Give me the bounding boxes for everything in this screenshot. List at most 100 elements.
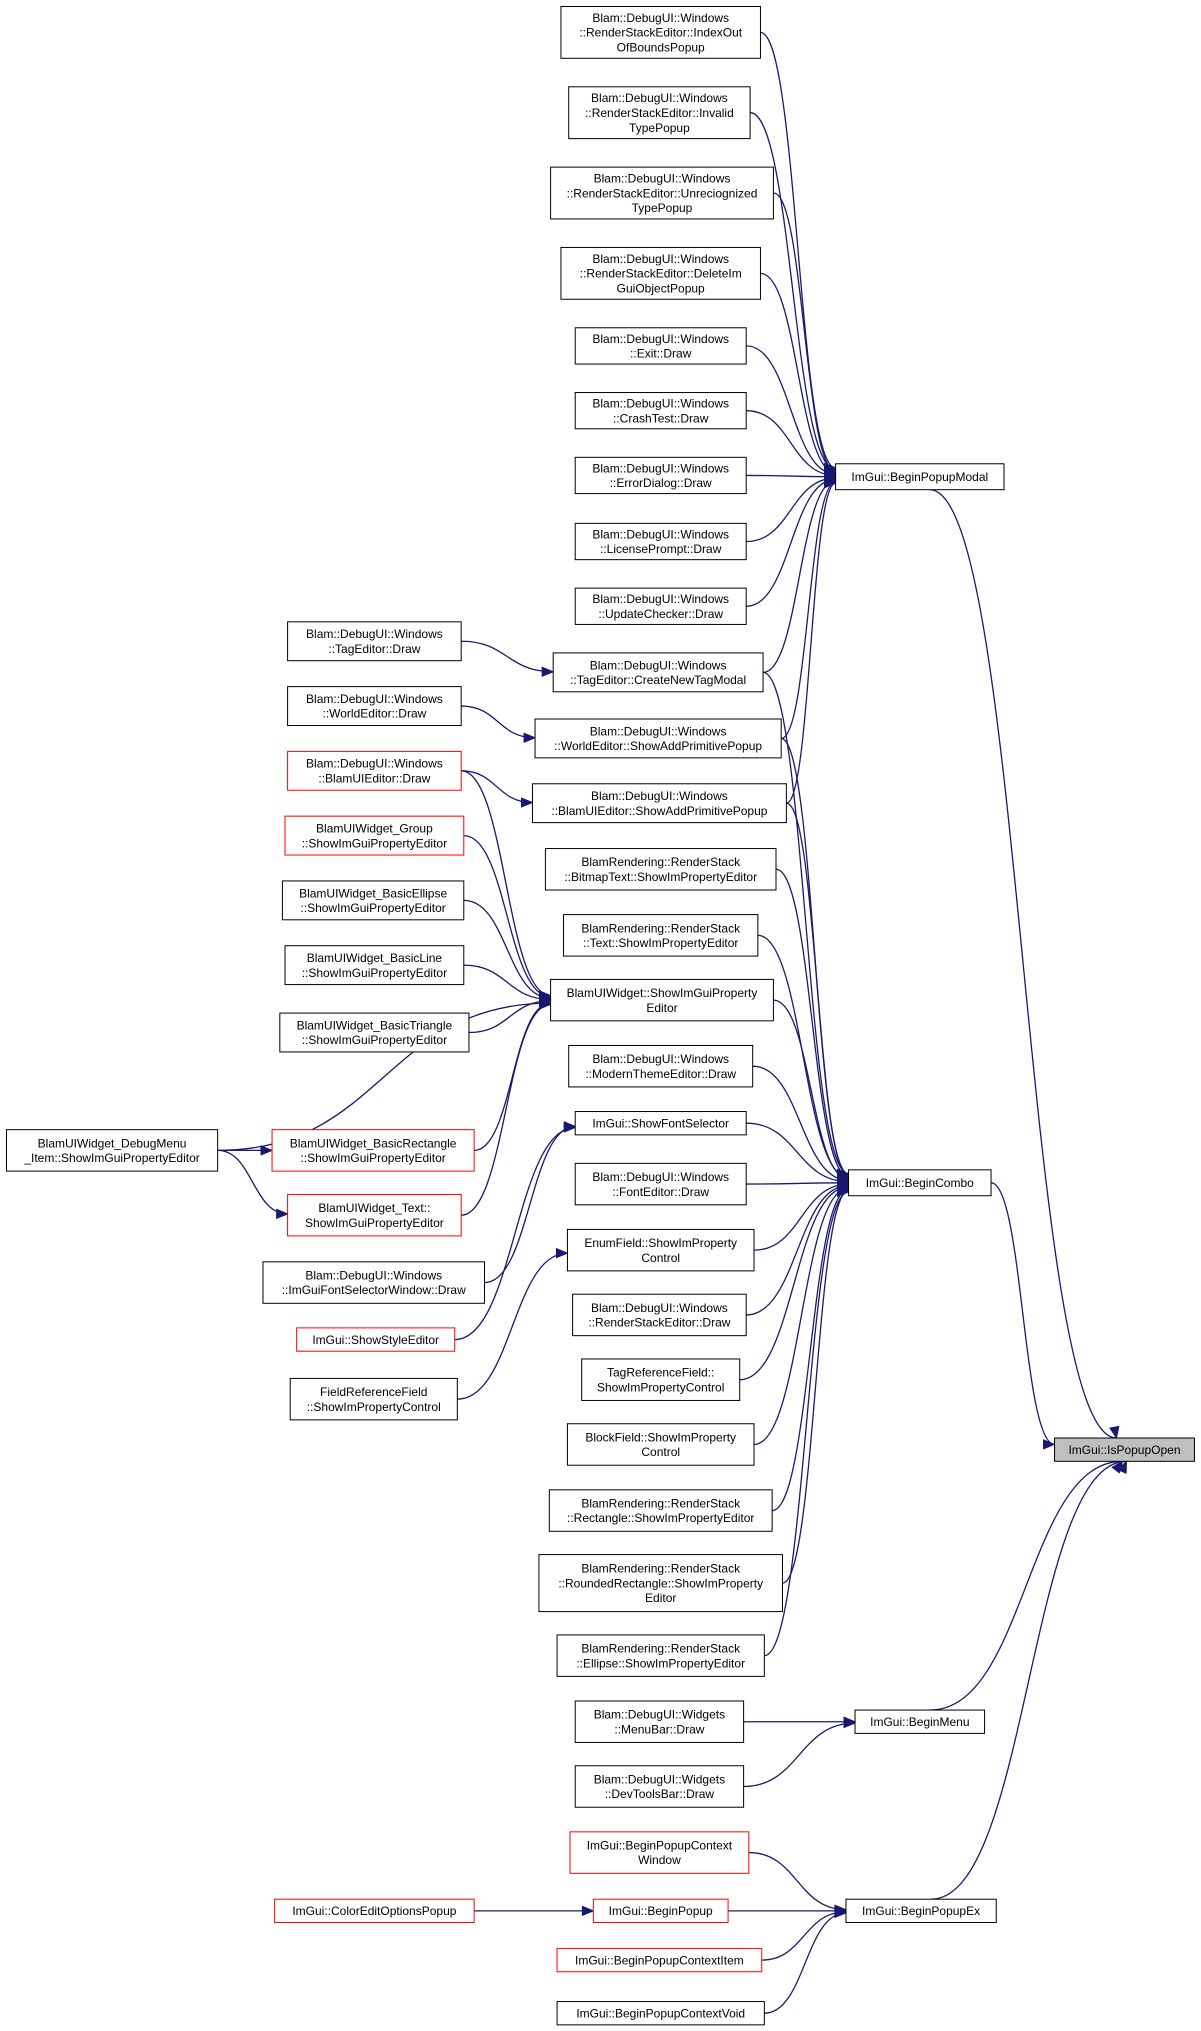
edge-style-editor-to-show-font xyxy=(454,1122,577,1341)
node-label-line: ::DevToolsBar::Draw xyxy=(605,1787,715,1801)
graph-node-devtools[interactable]: Blam::DebugUI::Widgets::DevToolsBar::Dra… xyxy=(574,1765,745,1808)
edge-rse-unrec-to-popup-modal xyxy=(773,192,837,477)
edge-arrowhead xyxy=(1043,1439,1056,1450)
graph-node-block-field[interactable]: BlockField::ShowImPropertyControl xyxy=(566,1423,755,1466)
graph-node-tag-create[interactable]: Blam::DebugUI::Windows::TagEditor::Creat… xyxy=(552,652,764,693)
graph-node-fontsel-draw[interactable]: Blam::DebugUI::Windows::ImGuiFontSelecto… xyxy=(262,1261,486,1304)
node-label-line: BlamRendering::RenderStack xyxy=(581,855,741,869)
edge-menu-to-is-popup-open xyxy=(929,1460,1124,1711)
graph-node-popup-modal[interactable]: ImGui::BeginPopupModal xyxy=(835,463,1005,491)
graph-node-w-line[interactable]: BlamUIWidget_BasicLine::ShowImGuiPropert… xyxy=(284,945,465,986)
graph-node-blamui-draw[interactable]: Blam::DebugUI::Windows::BlamUIEditor::Dr… xyxy=(287,750,462,791)
graph-node-ctx-void[interactable]: ImGui::BeginPopupContextVoid xyxy=(556,2001,765,2026)
node-label-line: ::ModernThemeEditor::Draw xyxy=(585,1067,736,1081)
graph-node-rs-rrect[interactable]: BlamRendering::RenderStack::RoundedRecta… xyxy=(538,1554,783,1613)
node-box xyxy=(287,621,462,662)
graph-node-modern-draw[interactable]: Blam::DebugUI::Windows::ModernThemeEdito… xyxy=(568,1044,754,1088)
graph-node-rse-draw[interactable]: Blam::DebugUI::Windows::RenderStackEdito… xyxy=(572,1293,747,1337)
node-label-line: ::ShowImGuiPropertyEditor xyxy=(302,1033,447,1047)
node-box xyxy=(581,1358,741,1401)
graph-node-rs-bitmap[interactable]: BlamRendering::RenderStack::BitmapText::… xyxy=(544,848,777,891)
node-label-line: BlamRendering::RenderStack xyxy=(581,1642,741,1656)
graph-node-blamui-add[interactable]: Blam::DebugUI::Windows::BlamUIEditor::Sh… xyxy=(531,783,787,824)
node-label-line: Blam::DebugUI::Windows xyxy=(590,658,727,672)
node-label-line: ::ShowImGuiPropertyEditor xyxy=(302,836,447,850)
graph-node-popup-ex[interactable]: ImGui::BeginPopupEx xyxy=(845,1898,997,1924)
node-label-line: BlamUIWidget_Group xyxy=(316,822,433,836)
graph-node-show-font[interactable]: ImGui::ShowFontSelector xyxy=(574,1111,747,1136)
graph-node-rse-delete[interactable]: Blam::DebugUI::Windows::RenderStackEdito… xyxy=(560,246,761,300)
graph-node-fieldref[interactable]: FieldReferenceField::ShowImPropertyContr… xyxy=(289,1377,458,1421)
node-label-line: ::TagEditor::CreateNewTagModal xyxy=(570,673,746,687)
node-box xyxy=(563,914,759,957)
node-box xyxy=(574,392,747,430)
node-label-line: ::BlamUIEditor::Draw xyxy=(318,772,430,786)
graph-node-combo[interactable]: ImGui::BeginCombo xyxy=(848,1169,992,1197)
graph-node-is-popup-open[interactable]: ImGui::IsPopupOpen xyxy=(1054,1437,1195,1462)
graph-node-w-group[interactable]: BlamUIWidget_Group::ShowImGuiPropertyEdi… xyxy=(284,815,465,856)
graph-node-style-editor[interactable]: ImGui::ShowStyleEditor xyxy=(296,1327,456,1352)
graph-node-rs-text[interactable]: BlamRendering::RenderStack::Text::ShowIm… xyxy=(563,914,759,957)
edge-w-debugmenu-to-w-rect xyxy=(217,1145,274,1156)
node-box xyxy=(560,246,761,300)
node-label-line: EnumField::ShowImProperty xyxy=(584,1236,737,1250)
graph-node-rse-invalid[interactable]: Blam::DebugUI::Windows::RenderStackEdito… xyxy=(568,86,751,140)
graph-node-menubar[interactable]: Blam::DebugUI::Widgets::MenuBar::Draw xyxy=(574,1700,745,1743)
edge-path xyxy=(746,1184,849,1316)
node-box xyxy=(550,978,774,1022)
graph-node-license-draw[interactable]: Blam::DebugUI::Windows::LicensePrompt::D… xyxy=(574,522,747,561)
graph-node-tag-draw[interactable]: Blam::DebugUI::Windows::TagEditor::Draw xyxy=(287,621,462,662)
graph-node-rse-ioob[interactable]: Blam::DebugUI::Windows::RenderStackEdito… xyxy=(560,5,761,59)
node-box xyxy=(5,1129,219,1172)
graph-node-w-debugmenu[interactable]: BlamUIWidget_DebugMenu_Item::ShowImGuiPr… xyxy=(5,1129,219,1172)
node-label-line: ::WorldEditor::ShowAddPrimitivePopup xyxy=(554,739,762,753)
graph-node-w-triangle[interactable]: BlamUIWidget_BasicTriangle::ShowImGuiPro… xyxy=(279,1012,470,1053)
node-label-line: ImGui::BeginPopupModal xyxy=(851,470,988,484)
edge-combo-to-is-popup-open xyxy=(990,1182,1056,1450)
graph-node-rs-rect[interactable]: BlamRendering::RenderStack::Rectangle::S… xyxy=(548,1489,773,1532)
edge-path xyxy=(752,1065,849,1182)
node-label-line: ::RenderStackEditor::Invalid xyxy=(585,106,734,120)
graph-node-world-add[interactable]: Blam::DebugUI::Windows::WorldEditor::Sho… xyxy=(534,718,782,759)
graph-node-w-base[interactable]: BlamUIWidget::ShowImGuiPropertyEditor xyxy=(550,978,774,1022)
edge-path xyxy=(760,31,836,469)
graph-node-menu[interactable]: ImGui::BeginMenu xyxy=(854,1709,986,1734)
node-label-line: ImGui::BeginPopupEx xyxy=(862,1904,980,1918)
node-box xyxy=(568,86,751,140)
node-box xyxy=(574,1765,745,1808)
node-label-line: BlamRendering::RenderStack xyxy=(581,921,741,935)
graph-node-w-rect[interactable]: BlamUIWidget_BasicRectangle::ShowImGuiPr… xyxy=(271,1129,475,1172)
edge-arrowhead xyxy=(1109,1425,1120,1440)
edge-w-triangle-to-w-base xyxy=(468,995,552,1034)
node-label-line: ::RenderStackEditor::Unreciognized xyxy=(567,186,758,200)
graph-node-enum-field[interactable]: EnumField::ShowImPropertyControl xyxy=(566,1228,755,1272)
edge-path xyxy=(748,1851,846,1911)
graph-node-crash-draw[interactable]: Blam::DebugUI::Windows::CrashTest::Draw xyxy=(574,392,747,430)
node-label-line: BlockField::ShowImProperty xyxy=(585,1430,736,1444)
graph-node-w-ellipse[interactable]: BlamUIWidget_BasicEllipse::ShowImGuiProp… xyxy=(281,880,465,921)
edge-path xyxy=(753,1183,849,1251)
graph-node-exit-draw[interactable]: Blam::DebugUI::Windows::Exit::Draw xyxy=(574,327,747,365)
edge-path xyxy=(746,1122,849,1183)
graph-node-world-draw[interactable]: Blam::DebugUI::Windows::WorldEditor::Dra… xyxy=(287,686,462,726)
graph-node-rse-unrec[interactable]: Blam::DebugUI::Windows::RenderStackEdito… xyxy=(550,166,774,220)
graph-node-tagref[interactable]: TagReferenceField::ShowImPropertyControl xyxy=(581,1358,741,1401)
node-box xyxy=(284,815,465,856)
graph-node-error-draw[interactable]: Blam::DebugUI::Windows::ErrorDialog::Dra… xyxy=(574,456,747,495)
node-box xyxy=(574,1162,747,1206)
node-label-line: ImGui::BeginCombo xyxy=(866,1176,974,1190)
edge-arrowhead xyxy=(843,1717,857,1729)
node-label-line: Control xyxy=(641,1445,680,1459)
graph-node-color-opts[interactable]: ImGui::ColorEditOptionsPopup xyxy=(274,1898,475,1924)
graph-node-update-draw[interactable]: Blam::DebugUI::Windows::UpdateChecker::D… xyxy=(574,587,747,625)
graph-node-begin-popup[interactable]: ImGui::BeginPopup xyxy=(592,1898,729,1924)
graph-node-ctx-item[interactable]: ImGui::BeginPopupContextItem xyxy=(556,1947,763,1973)
graph-node-rs-ellipse[interactable]: BlamRendering::RenderStack::Ellipse::Sho… xyxy=(556,1634,765,1677)
graph-node-w-text[interactable]: BlamUIWidget_Text::ShowImGuiPropertyEdit… xyxy=(287,1193,462,1237)
edge-path xyxy=(457,1252,568,1400)
node-label-line: Blam::DebugUI::Windows xyxy=(306,757,443,771)
edge-arrowhead xyxy=(520,797,534,808)
node-label-line: ::ShowImGuiPropertyEditor xyxy=(300,901,445,915)
graph-node-font-draw[interactable]: Blam::DebugUI::Windows::FontEditor::Draw xyxy=(574,1162,747,1206)
